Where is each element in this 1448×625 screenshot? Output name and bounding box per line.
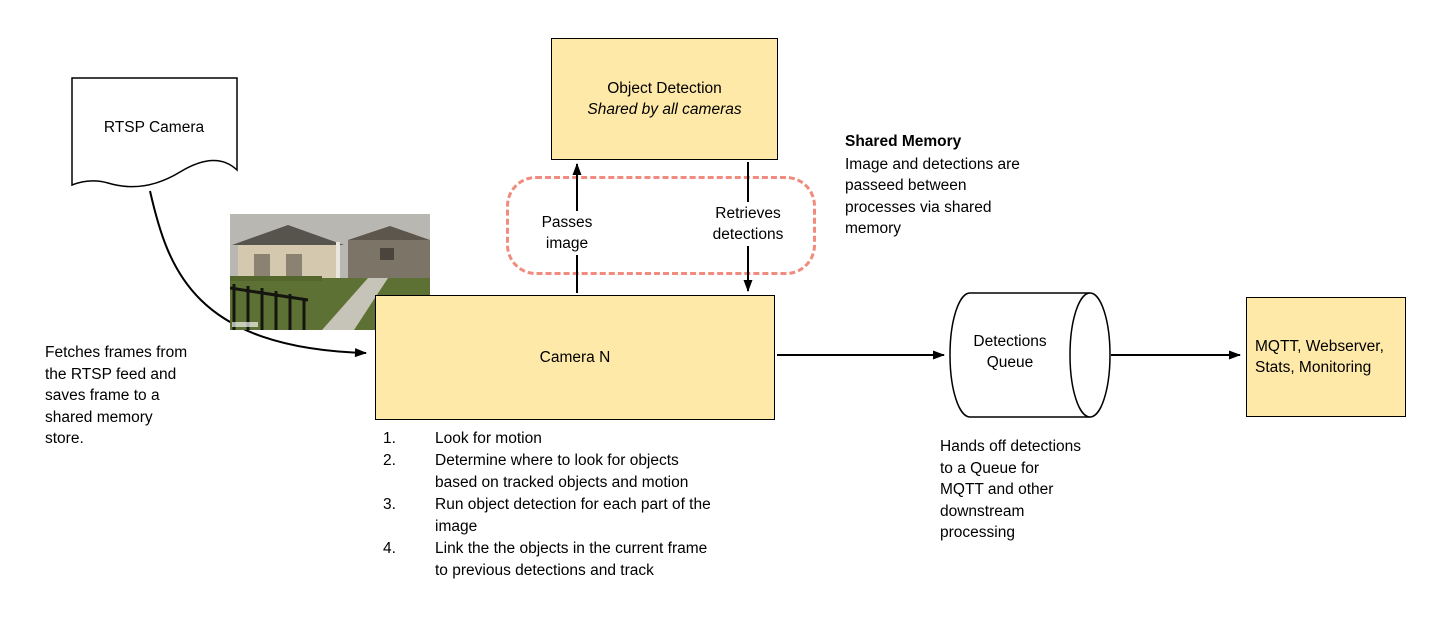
queue-handoff-note: Hands off detections to a Queue for MQTT… bbox=[940, 436, 1140, 544]
fetch-note-line: Fetches frames from bbox=[45, 344, 188, 361]
step-number: 4. bbox=[383, 540, 396, 557]
shared-memory-note: Shared Memory Image and detections are p… bbox=[845, 131, 1065, 240]
fetch-note-line: store. bbox=[45, 430, 84, 447]
step-line: Run object detection for each part of th… bbox=[435, 496, 711, 513]
step-line: based on tracked objects and motion bbox=[435, 474, 689, 491]
step-line: Look for motion bbox=[435, 430, 542, 447]
rtsp-camera-label: RTSP Camera bbox=[103, 119, 205, 136]
camera-steps-list: 1. Look for motion 2. Determine where to… bbox=[383, 428, 783, 582]
fetch-note-line: shared memory bbox=[45, 408, 153, 426]
camera-step-3: 3. Run object detection for each part of… bbox=[383, 494, 783, 538]
queue-note-line: to a Queue for bbox=[940, 459, 1040, 477]
fetch-note-line: saves frame to a bbox=[45, 387, 160, 404]
shared-memory-note-line: passeed between bbox=[845, 177, 967, 194]
object-detection-node: Object Detection Shared by all cameras bbox=[551, 38, 778, 160]
object-detection-title: Object Detection bbox=[607, 80, 722, 97]
step-text: Determine where to look for objects base… bbox=[435, 450, 783, 494]
object-detection-subtitle: Shared by all cameras bbox=[587, 101, 742, 118]
step-number: 3. bbox=[383, 496, 396, 513]
outputs-node-label: MQTT, Webserver, Stats, Monitoring bbox=[1255, 338, 1384, 376]
outputs-node: MQTT, Webserver, Stats, Monitoring bbox=[1246, 297, 1406, 417]
shared-memory-region-outline bbox=[506, 176, 816, 275]
shared-memory-note-line: memory bbox=[845, 220, 901, 237]
step-line: Link the the objects in the current fram… bbox=[435, 540, 708, 557]
detections-queue-cylinder-body bbox=[949, 292, 1090, 418]
rtsp-camera-document-shape bbox=[71, 77, 238, 188]
detections-queue-cylinder-cap bbox=[1069, 292, 1111, 418]
step-line: Determine where to look for objects bbox=[435, 452, 679, 469]
camera-n-node: Camera N bbox=[375, 295, 775, 420]
step-line: to previous detections and track bbox=[435, 562, 654, 579]
shared-memory-note-title: Shared Memory bbox=[845, 133, 962, 150]
step-number: 1. bbox=[383, 430, 396, 447]
fetch-note-line: the RTSP feed and bbox=[45, 365, 177, 383]
step-text: Run object detection for each part of th… bbox=[435, 494, 783, 538]
camera-step-2: 2. Determine where to look for objects b… bbox=[383, 450, 783, 494]
detections-queue-label: Detections Queue bbox=[973, 333, 1047, 371]
step-text: Link the the objects in the current fram… bbox=[435, 538, 783, 582]
step-line: image bbox=[435, 518, 478, 535]
queue-note-line: processing bbox=[940, 524, 1015, 541]
step-text: Look for motion bbox=[435, 428, 783, 450]
step-number: 2. bbox=[383, 452, 396, 469]
edge-rtsp-to-camera bbox=[149, 190, 367, 358]
camera-step-1: 1. Look for motion bbox=[383, 428, 783, 450]
passes-image-label: Passes image bbox=[527, 211, 607, 255]
retrieves-detections-label: Retrieves detections bbox=[701, 202, 795, 246]
fetch-frames-note: Fetches frames from the RTSP feed and sa… bbox=[45, 342, 245, 450]
queue-note-line: MQTT and other bbox=[940, 481, 1054, 498]
shared-memory-note-line: Image and detections are bbox=[845, 155, 1020, 173]
queue-note-line: downstream bbox=[940, 502, 1025, 520]
queue-note-line: Hands off detections bbox=[940, 438, 1082, 455]
shared-memory-note-line: processes via shared bbox=[845, 198, 992, 216]
camera-step-4: 4. Link the the objects in the current f… bbox=[383, 538, 783, 582]
